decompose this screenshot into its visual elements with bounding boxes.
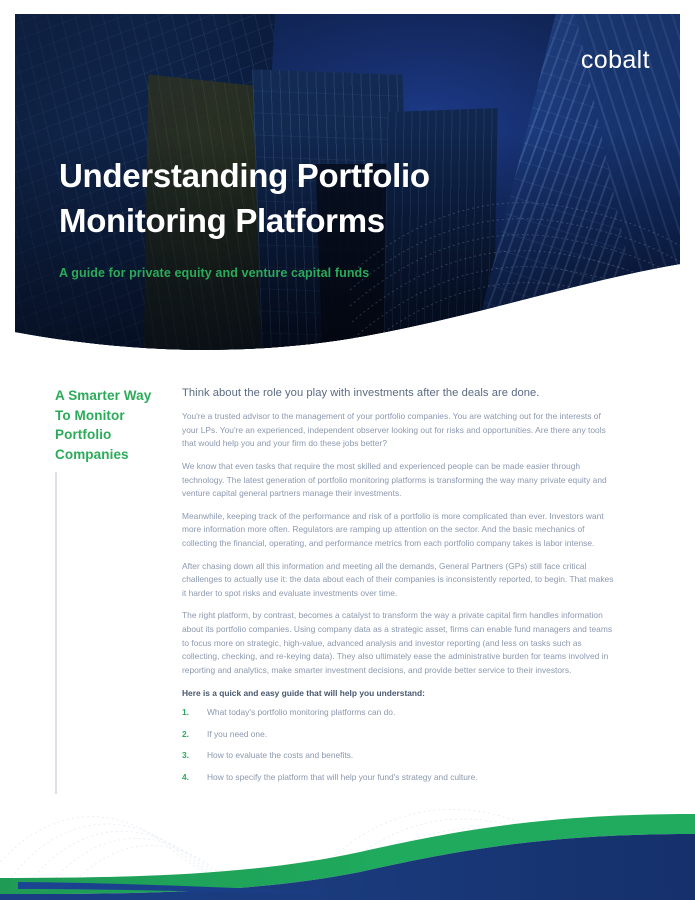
cobalt-logo: cobalt [580, 46, 650, 74]
hero-subtitle: A guide for private equity and venture c… [59, 265, 370, 280]
sidebar: A Smarter Way To Monitor Portfolio Compa… [0, 386, 182, 816]
footer-wave-decoration [0, 790, 695, 900]
list-item-number: 4. [182, 771, 189, 782]
list-item-text: If you need one. [207, 728, 268, 739]
body-paragraph-5: The right platform, by contrast, becomes… [182, 610, 613, 675]
list-item: 1. What today's portfolio monitoring pla… [182, 706, 617, 719]
list-item: 4. How to specify the platform that will… [182, 771, 617, 784]
sidebar-heading-line-1: A Smarter Way [55, 388, 152, 403]
hero-title-line-1: Understanding Portfolio [59, 157, 430, 194]
list-item-text: How to specify the platform that will he… [207, 771, 478, 782]
content-area: A Smarter Way To Monitor Portfolio Compa… [0, 386, 695, 816]
hero-text-block: Understanding Portfolio Monitoring Platf… [59, 154, 529, 280]
body-paragraph-3: Meanwhile, keeping track of the performa… [182, 510, 604, 548]
body-paragraph-2: We know that even tasks that require the… [182, 460, 607, 499]
sidebar-heading-line-3: Portfolio [55, 427, 112, 443]
list-item-number: 1. [182, 706, 189, 717]
body-paragraph-4: After chasing down all this information … [182, 560, 614, 598]
hero-title-line-2: Monitoring Platforms [59, 201, 385, 239]
list-item-number: 2. [182, 728, 189, 739]
hero-banner: Understanding Portfolio Monitoring Platf… [15, 14, 680, 354]
sidebar-heading: A Smarter Way To Monitor Portfolio Compa… [55, 386, 172, 464]
sidebar-vertical-rule [55, 472, 57, 794]
body-paragraph-1: You're a trusted advisor to the manageme… [182, 411, 606, 449]
sidebar-heading-line-2: To Monitor [55, 407, 125, 423]
list-item: 2. If you need one. [182, 728, 617, 741]
list-item: 3. How to evaluate the costs and benefit… [182, 749, 617, 762]
list-item-text: How to evaluate the costs and benefits. [207, 750, 354, 761]
green-wave [0, 814, 695, 894]
numbered-guide-list: 1. What today's portfolio monitoring pla… [182, 706, 617, 783]
navy-accent-bar [18, 882, 430, 898]
main-content: Think about the role you play with inves… [182, 386, 660, 816]
hero-image-clip [15, 14, 680, 354]
footer-wave-shapes [0, 814, 695, 900]
sidebar-heading-line-4: Companies [55, 446, 129, 462]
hero-title: Understanding Portfolio Monitoring Platf… [59, 154, 529, 244]
list-item-text: What today's portfolio monitoring platfo… [207, 706, 396, 717]
navy-wave [0, 834, 695, 900]
list-heading: Here is a quick and easy guide that will… [182, 688, 425, 699]
lede-paragraph: Think about the role you play with inves… [182, 387, 540, 399]
list-item-number: 3. [182, 750, 189, 761]
